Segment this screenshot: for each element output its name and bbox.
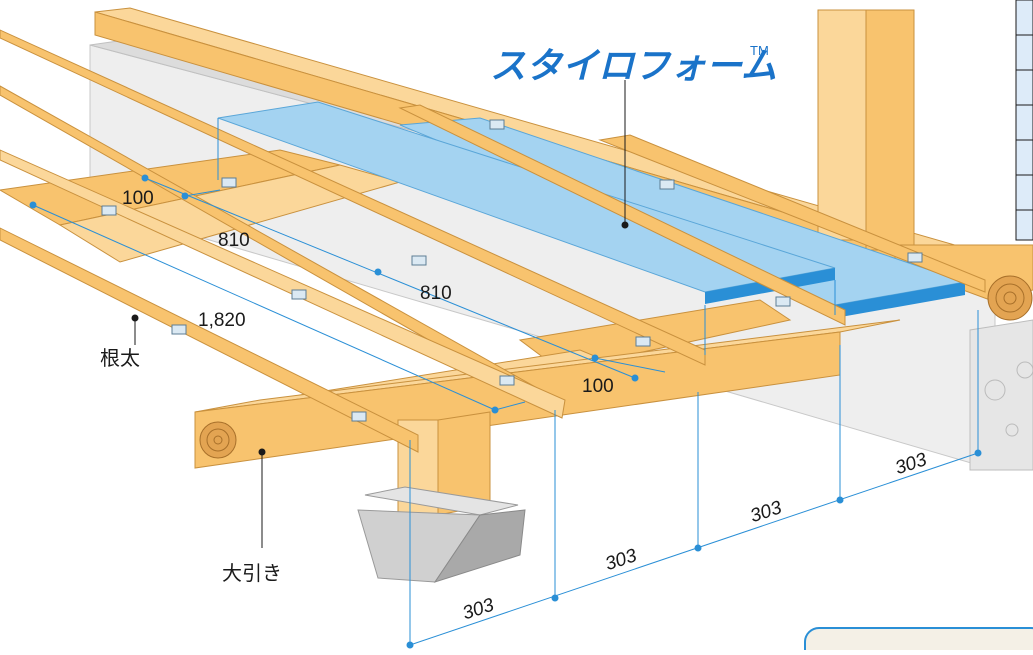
- joist: [0, 149, 566, 419]
- dim-span-lower: 810: [420, 283, 452, 304]
- dim-top-gap: 100: [122, 188, 154, 209]
- sill-end-grain: [987, 275, 1033, 321]
- label-joist: 根太: [100, 347, 140, 370]
- dim-overall: 1,820: [198, 310, 246, 331]
- wall-post-front: [817, 9, 867, 241]
- right-foundation-face: [969, 319, 1033, 471]
- insulation-board-back-side: [835, 282, 965, 318]
- dim-span-upper: 810: [218, 230, 250, 251]
- joists: [0, 29, 986, 453]
- table-fragment: [1015, 0, 1033, 241]
- label-sleeper: 大引き: [222, 562, 282, 585]
- dim-bottom-gap: 100: [582, 376, 614, 397]
- footing-side: [433, 509, 526, 583]
- dim-pitch-3: 303: [748, 497, 785, 527]
- leader-points: [131, 221, 629, 456]
- inset-frame-fragment: [804, 627, 1033, 655]
- trademark-symbol: TM: [750, 43, 769, 58]
- product-name: スタイロフォーム: [490, 46, 777, 87]
- dim-pitch-2: 303: [603, 545, 640, 575]
- dimension-lines: [32, 118, 979, 646]
- sleeper-end-grain: [199, 421, 237, 459]
- joist-clips: [101, 119, 923, 422]
- main-sleeper-front: [194, 331, 841, 469]
- dimension-points: [29, 174, 982, 649]
- footing-top: [364, 486, 519, 516]
- joist: [0, 227, 419, 453]
- leader-lines: [134, 80, 626, 548]
- dim-pitch-1: 303: [460, 594, 497, 624]
- wall-post-side: [865, 9, 915, 251]
- joist: [598, 134, 986, 293]
- joist: [398, 104, 846, 326]
- dim-pitch-4: 303: [893, 449, 930, 479]
